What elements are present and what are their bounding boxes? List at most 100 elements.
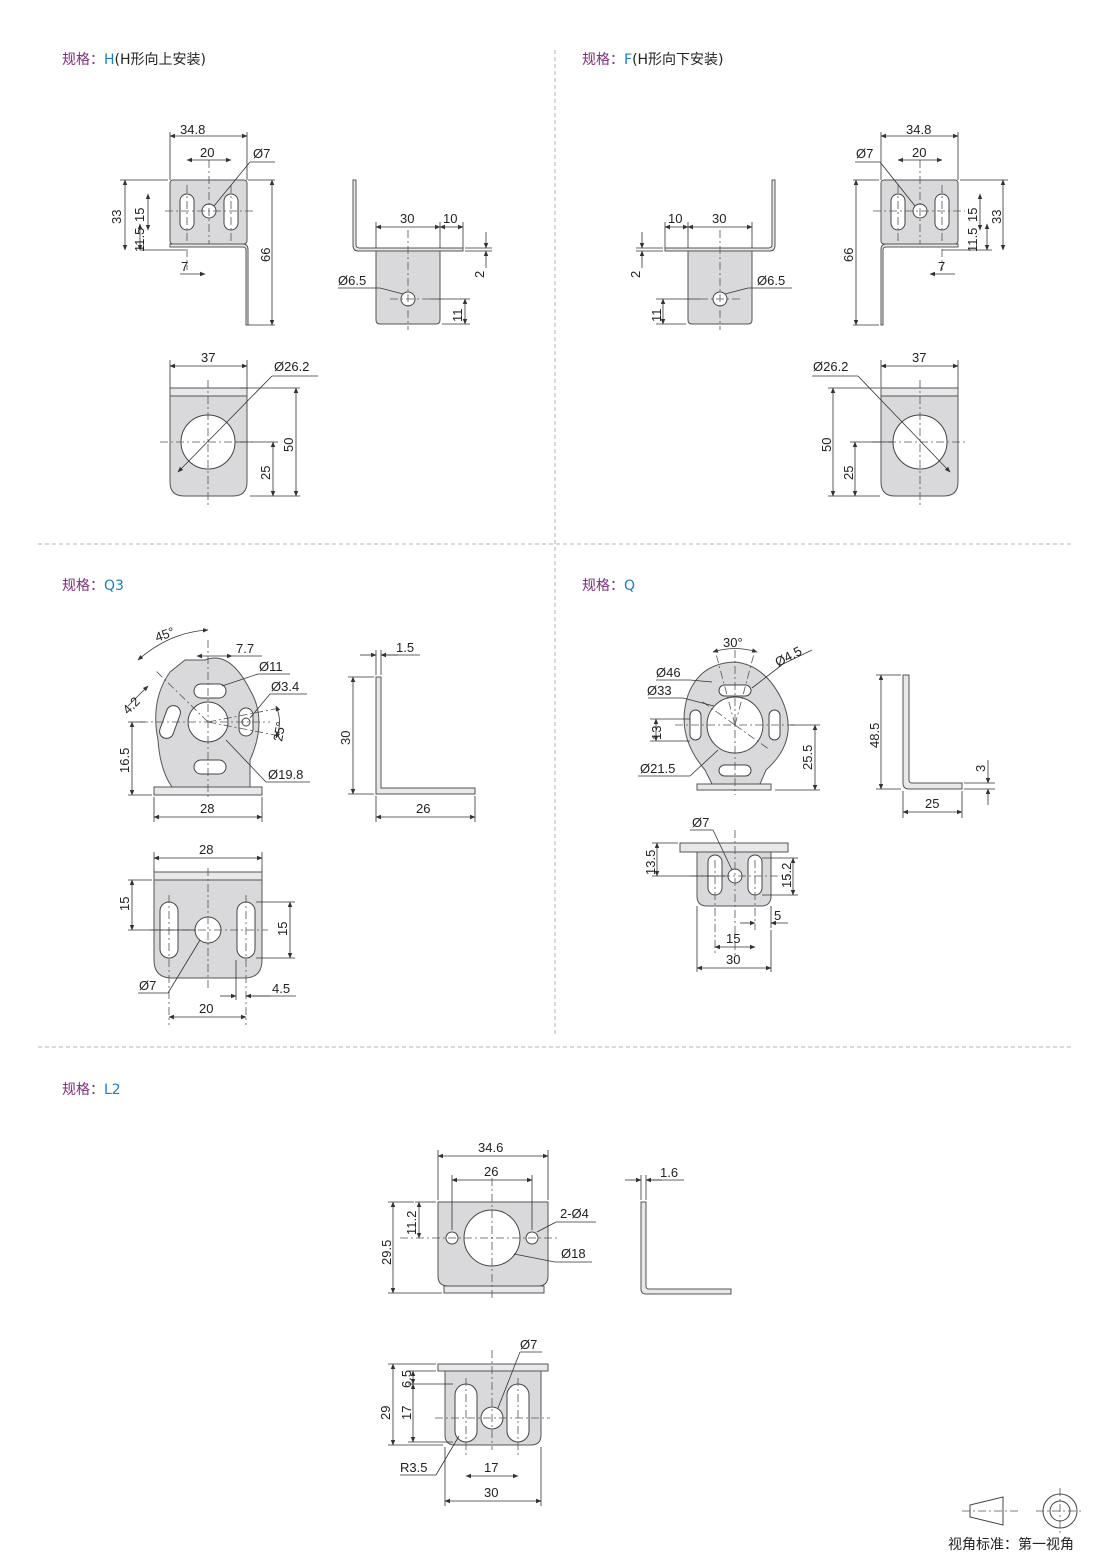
dim-h-11: 11 [450,309,465,323]
dim-q-13.5: 13.5 [643,850,658,875]
dim-h-37: 37 [201,350,215,365]
bracket-q-side-view: 48.5 3 25 [867,674,995,818]
dim-q-15.2: 15.2 [779,863,794,888]
dim-f-d6.5: Ø6.5 [757,273,785,288]
dim-q3-d11: Ø11 [259,659,283,674]
dim-q3-15b: 15 [275,922,290,936]
dim-f-37: 37 [912,350,926,365]
bracket-q-front-view: 30° Ø4.5 Ø46 Ø33 13 Ø21.5 25.5 [638,635,820,795]
dim-q3-45deg: 45° [153,624,177,645]
bracket-h-front-view: 34.8 20 Ø7 33 15 11.5 66 7 [109,122,275,326]
bracket-f-side-view: 10 30 2 Ø6.5 11 [628,179,792,330]
dim-f-15: 15 [965,208,980,222]
dim-l2-30: 30 [484,1485,498,1500]
dim-f-d26.2: Ø26.2 [813,359,848,374]
dim-q3-4.5: 4.5 [272,981,290,996]
bracket-q3-top-view: 28 15 15 Ø7 4.5 20 [117,842,296,1025]
dim-f-33: 33 [989,210,1004,224]
dim-q-3: 3 [973,765,988,772]
dim-q3-d19.8: Ø19.8 [268,767,303,782]
dim-q-25: 25 [925,796,939,811]
dim-f-2: 2 [628,271,643,278]
dim-l2-17: 17 [399,1406,414,1420]
dim-f-11.5: 11.5 [965,228,980,252]
dim-l2-d18: Ø18 [561,1246,586,1261]
section-title-q3: 规格：Q3 [62,578,124,594]
bracket-l2-front-view: 34.6 26 11.2 29.5 2-Ø4 Ø18 [379,1140,596,1300]
dim-f-66: 66 [841,248,856,262]
dim-l2-11.2: 11.2 [404,1211,419,1235]
dim-q-25.5: 25.5 [800,745,815,770]
dim-q-d46: Ø46 [656,665,681,680]
dim-l2-d7: Ø7 [520,1337,537,1352]
dim-h-10: 10 [443,211,457,226]
dim-q3-30: 30 [338,731,353,745]
dim-q3-20: 20 [199,1001,213,1016]
dim-q3-1.5: 1.5 [396,640,414,655]
section-title-l2: 规格：L2 [62,1082,121,1098]
bracket-f-top-view: 37 Ø26.2 50 25 [812,350,966,505]
dim-f-34.8: 34.8 [906,122,931,137]
dim-q3-28b: 28 [199,842,213,857]
projection-symbol-icon [962,1488,1084,1534]
section-title-h: 规格：H(H形向上安装) [62,52,206,68]
dim-h-33: 33 [109,210,124,224]
section-title-q: 规格：Q [582,578,635,594]
bracket-f-front-view: 34.8 20 Ø7 33 15 11.5 66 7 [841,122,1008,326]
dim-q-d33: Ø33 [647,683,672,698]
dim-f-30: 30 [712,211,726,226]
dim-q-30deg: 30° [723,635,743,650]
dim-f-50: 50 [819,438,834,452]
dim-f-25: 25 [841,466,856,480]
dim-h-30: 30 [400,211,414,226]
dim-q3-d7: Ø7 [139,978,156,993]
dim-q-5: 5 [774,908,781,923]
dim-h-50: 50 [281,438,296,452]
bracket-l2-side-view: 1.6 [625,1165,732,1295]
dim-q3-7.7: 7.7 [236,641,254,656]
bracket-l2-top-view: Ø7 6.5 17 29 R3.5 17 30 [378,1337,550,1506]
dim-l2-1.6: 1.6 [660,1165,678,1180]
dim-l2-2-d4: 2-Ø4 [560,1206,589,1221]
dim-l2-29.5: 29.5 [379,1240,394,1265]
dim-h-25: 25 [258,466,273,480]
dim-q-48.5: 48.5 [867,723,882,748]
dim-q3-26: 26 [416,801,430,816]
bracket-h-top-view: 37 Ø26.2 50 25 [160,350,318,505]
bracket-q3-front-view: 45° 4.2 7.7 Ø11 Ø3.4 25° Ø19.8 16.5 28 [117,624,310,822]
dim-l2-29: 29 [378,1406,393,1420]
dim-h-7: 7 [181,259,188,274]
dim-q3-15a: 15 [117,897,132,911]
dim-l2-34.6: 34.6 [478,1140,503,1155]
dim-h-34.8: 34.8 [180,122,205,137]
dim-f-10: 10 [668,211,682,226]
dim-q-13: 13 [649,726,664,740]
dim-h-d7: Ø7 [253,146,270,161]
dim-q-15: 15 [726,931,740,946]
dim-l2-6.5: 6.5 [399,1370,414,1388]
dim-l2-r3.5: R3.5 [400,1460,427,1475]
dim-l2-26: 26 [484,1164,498,1179]
dim-h-20: 20 [200,145,214,160]
view-standard-label: 视角标准：第一视角 [948,1536,1074,1553]
dim-h-d26.2: Ø26.2 [274,359,309,374]
dim-q3-d3.4: Ø3.4 [271,679,299,694]
dim-f-20: 20 [912,145,926,160]
dim-h-2: 2 [472,271,487,278]
dim-h-66: 66 [258,248,273,262]
dim-q-30: 30 [726,952,740,967]
bracket-q-top-view: Ø7 13.5 15.2 5 15 30 [643,815,798,972]
dim-h-11.5: 11.5 [132,228,147,252]
bracket-h-side-view: 30 10 2 Ø6.5 11 [338,179,492,330]
dim-q-d21.5: Ø21.5 [640,761,675,776]
dim-f-7: 7 [938,259,945,274]
section-title-f: 规格：F(H形向下安装) [582,52,724,68]
dim-q3-16.5: 16.5 [117,748,132,773]
dim-q3-28: 28 [200,801,214,816]
dim-h-15: 15 [132,208,147,222]
dim-q3-4.2: 4.2 [120,694,143,717]
dim-q3-25deg: 25° [270,721,288,743]
dim-h-d6.5: Ø6.5 [338,273,366,288]
dim-f-d7: Ø7 [856,146,873,161]
